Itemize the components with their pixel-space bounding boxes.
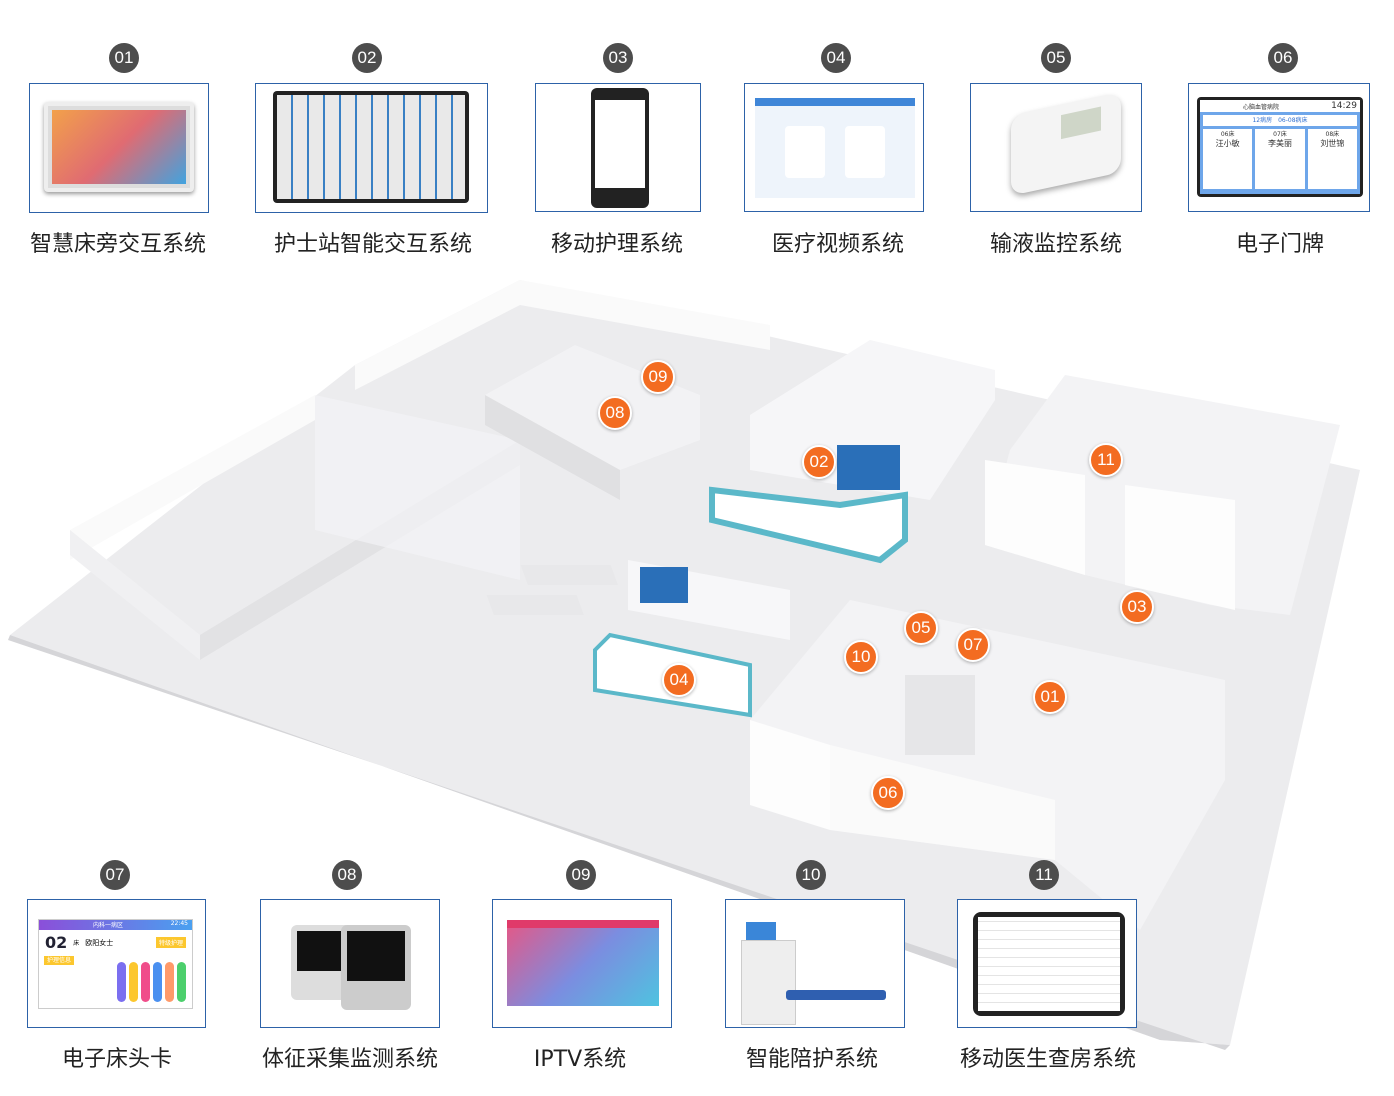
product-label-05: 输液监控系统 [989,232,1123,257]
bedcard-area: 内科一病区 [93,922,124,929]
product-image-infusion-monitor[interactable] [970,83,1142,212]
product-label-07: 电子床头卡 [61,1047,173,1072]
bed-number: 07床 [1273,131,1287,138]
product-label-03: 移动护理系统 [550,232,684,257]
bed-number: 08床 [1325,131,1340,138]
bedcard-section: 护理信息 [44,956,75,965]
floor-plan-marker-08[interactable]: 08 [598,396,632,430]
product-number-03: 03 [603,43,633,73]
product-number-02: 02 [352,43,382,73]
product-image-electronic-doorplate[interactable]: 心脑血管病院 14:29 12病房 06-08病床 06床汪小敏 07床李美丽 0… [1188,83,1370,212]
product-image-vital-signs-monitor[interactable] [260,899,440,1028]
bed-number: 06床 [1220,131,1235,138]
product-number-09: 09 [566,860,596,890]
product-label-09: IPTV系统 [533,1047,627,1072]
doorplate-hospital: 心脑血管病院 [1243,103,1280,111]
floor-plan-marker-11[interactable]: 11 [1089,443,1123,477]
bedcard-tag: 特级护理 [155,937,186,948]
product-image-mobile-rounds-tablet[interactable] [957,899,1137,1028]
product-label-10: 智能陪护系统 [745,1047,879,1072]
product-number-05: 05 [1041,43,1071,73]
product-number-11: 11 [1029,860,1059,890]
floor-plan-marker-05[interactable]: 05 [904,611,938,645]
floor-plan-marker-07[interactable]: 07 [956,628,990,662]
floor-plan-marker-04[interactable]: 04 [662,663,696,697]
bedcard-bed-number: 02 [45,933,68,952]
product-number-08: 08 [332,860,362,890]
product-label-02: 护士站智能交互系统 [273,232,473,257]
product-image-iptv[interactable] [492,899,672,1028]
doorplate-time: 14:29 [1331,101,1357,111]
product-image-bedside-terminal[interactable] [29,83,209,213]
product-label-04: 医疗视频系统 [771,232,905,257]
product-label-06: 电子门牌 [1235,232,1325,257]
product-number-07: 07 [100,860,130,890]
product-number-10: 10 [796,860,826,890]
patient-name: 刘世锦 [1320,139,1345,148]
bedcard-time: 22:45 [170,920,188,927]
bedcard-patient: 欧阳女士 [85,938,114,947]
floor-plan-marker-09[interactable]: 09 [641,360,675,394]
product-label-11: 移动医生查房系统 [959,1047,1137,1072]
product-number-04: 04 [821,43,851,73]
doorplate-ward: 12病房 06-08病床 [1203,115,1357,126]
product-number-01: 01 [109,43,139,73]
product-image-bedside-card[interactable]: 内科一病区 22:45 02 床欧阳女士 特级护理 护理信息 [27,899,206,1028]
product-number-06: 06 [1268,43,1298,73]
product-label-01: 智慧床旁交互系统 [29,232,207,257]
product-image-video-system[interactable] [744,83,924,212]
floor-plan-marker-01[interactable]: 01 [1033,680,1067,714]
product-image-accompany-bed[interactable] [725,899,905,1028]
product-label-08: 体征采集监测系统 [261,1047,439,1072]
floor-plan-marker-06[interactable]: 06 [871,776,905,810]
floor-plan-marker-02[interactable]: 02 [802,445,836,479]
hospital-ward-floor-plan [8,280,1360,1050]
patient-name: 汪小敏 [1215,139,1240,148]
patient-name: 李美丽 [1267,139,1292,148]
bedcard-bed-unit: 床 [73,940,80,947]
floor-plan-marker-03[interactable]: 03 [1120,590,1154,624]
product-image-nurse-station-screen[interactable] [255,83,488,213]
floor-plan-marker-10[interactable]: 10 [844,640,878,674]
product-image-mobile-pda[interactable] [535,83,701,212]
